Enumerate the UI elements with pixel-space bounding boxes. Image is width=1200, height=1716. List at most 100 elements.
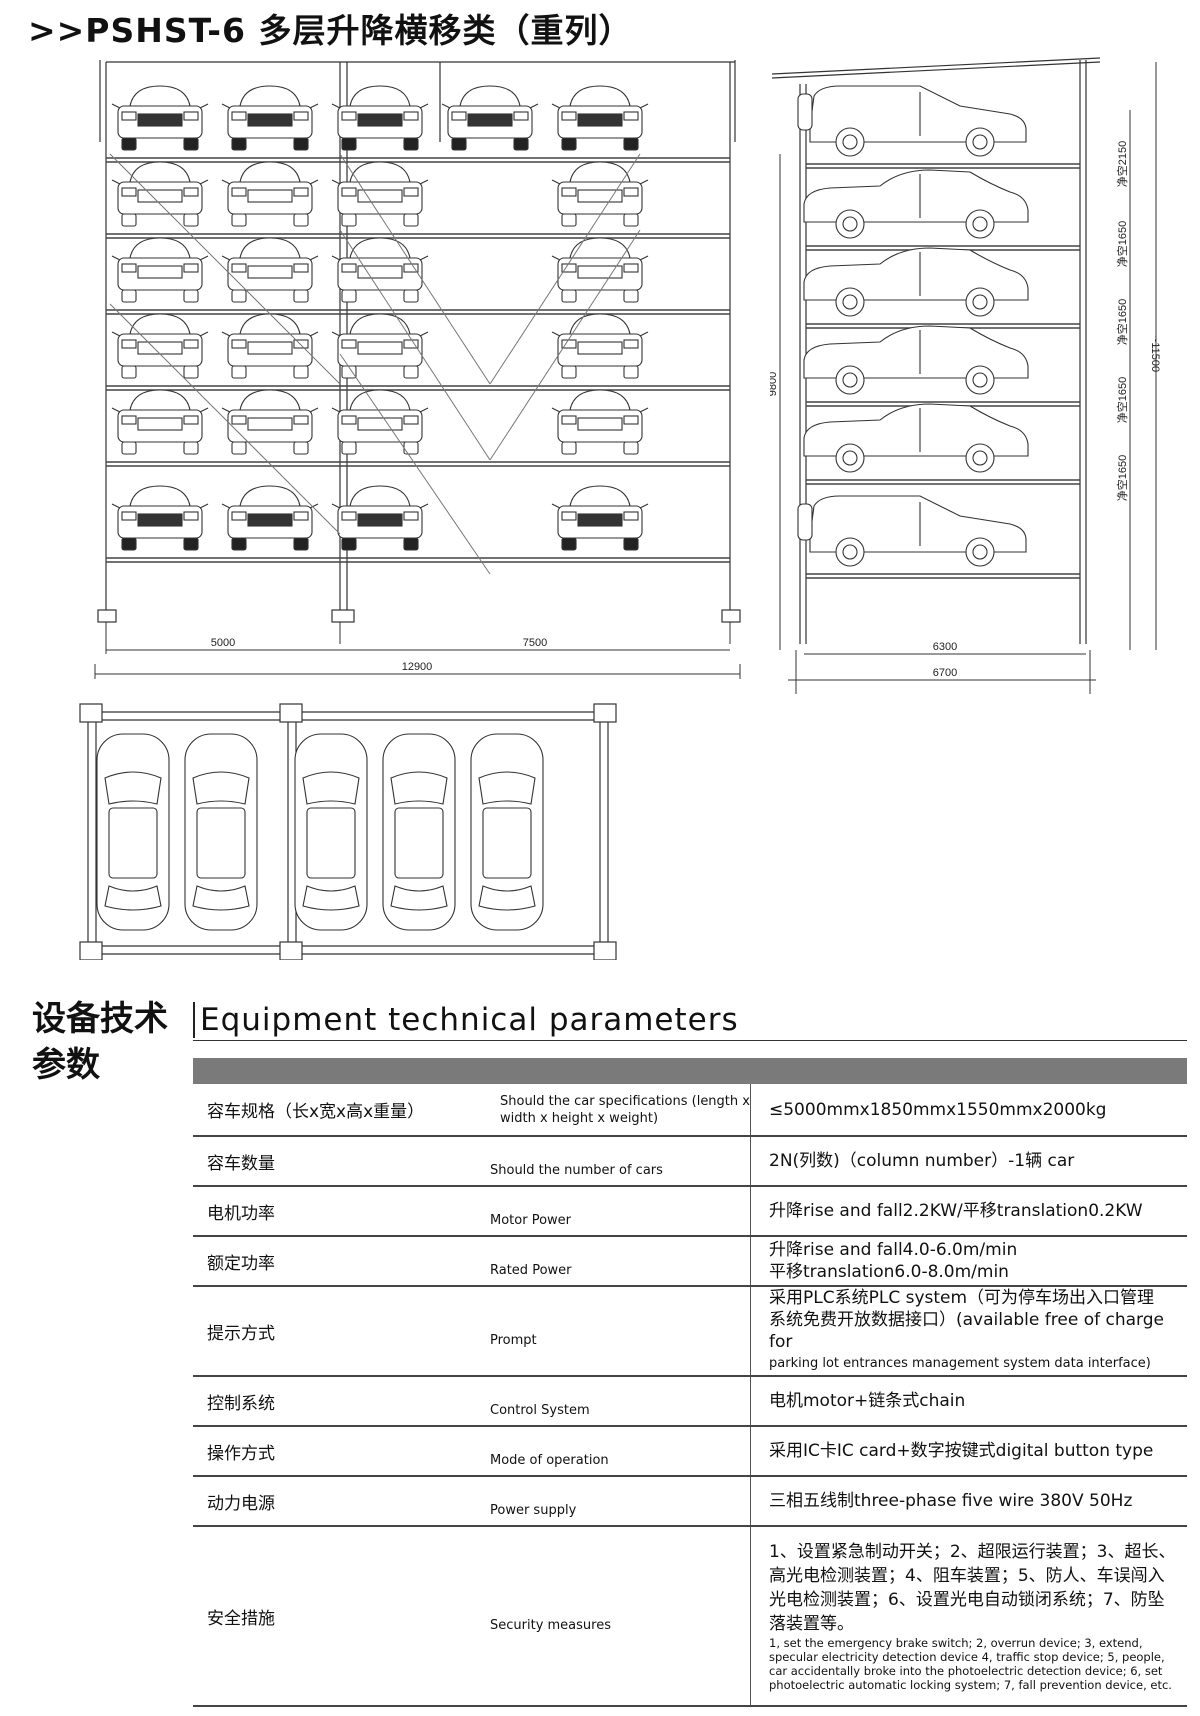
car-front-view [111, 313, 209, 379]
row-label-cn: 控制系统 [193, 1376, 490, 1427]
car-front-view [221, 161, 319, 227]
row-label-cn: 容车规格（长x宽x高x重量） [193, 1084, 490, 1137]
car-side-view [797, 85, 1027, 157]
brace-line [339, 229, 491, 461]
car-front-view [331, 313, 429, 379]
car-side-view [803, 325, 1029, 395]
row-value: ≤5000mmx1850mmx1550mmx2000kg [750, 1084, 1187, 1137]
table-row: 容车规格（长x宽x高x重量） Should the car specificat… [193, 1084, 1187, 1137]
row-label-en: Rated Power [490, 1262, 572, 1278]
row-label-en: Should the car specifications (length x … [500, 1093, 750, 1126]
clearance-3: 净空1650 [1115, 299, 1129, 345]
car-plan-view [382, 733, 456, 931]
car-front-view [331, 389, 429, 455]
car-front-view [441, 85, 539, 151]
row-label-en: Control System [490, 1402, 590, 1418]
params-heading-cn: 设备技术参数 [32, 999, 168, 1085]
table-row: 控制系统 Control System 电机motor+链条式chain [193, 1376, 1187, 1427]
car-front-view [551, 161, 649, 227]
row-label-en: Motor Power [490, 1212, 572, 1228]
table-row: 容车数量 Should the number of cars 2N(列数)（co… [193, 1136, 1187, 1187]
clearance-4: 净空1650 [1115, 377, 1129, 423]
dim-total-height: ~11500 [1149, 336, 1161, 372]
table-row: 动力电源 Power supply 三相五线制three-phase five … [193, 1476, 1187, 1527]
car-front-view [551, 389, 649, 455]
dim-total-width: 12900 [402, 661, 433, 673]
row-label-en: Security measures [490, 1617, 611, 1633]
car-front-view [221, 389, 319, 455]
car-front-view [111, 161, 209, 227]
dim-depth: 6300 [933, 641, 957, 653]
row-label-cn: 提示方式 [193, 1286, 490, 1377]
row-value-2: 系统免费开放数据接口）(available free of charge for [769, 1310, 1164, 1352]
car-front-view [331, 485, 429, 551]
car-front-view [221, 85, 319, 151]
row-label-cn: 动力电源 [193, 1476, 490, 1527]
row-value: 2N(列数)（column number）-1辆 car [750, 1136, 1187, 1187]
car-side-view [803, 247, 1029, 317]
dim-right-span: 7500 [523, 637, 547, 649]
row-label-en: Should the number of cars [490, 1162, 663, 1178]
row-value: 采用IC卡IC card+数字按键式digital button type [750, 1426, 1187, 1477]
car-plan-view [294, 733, 368, 931]
row-value: 电机motor+链条式chain [750, 1376, 1187, 1427]
row-value: 采用PLC系统PLC system（可为停车场出入口管理 [769, 1288, 1155, 1308]
car-front-view [551, 313, 649, 379]
car-side-view [797, 495, 1027, 567]
row-value: 升降rise and fall2.2KW/平移translation0.2KW [750, 1186, 1187, 1237]
car-front-view [111, 237, 209, 303]
table-row: 安全措施 Security measures 1、设置紧急制动开关；2、超限运行… [193, 1526, 1187, 1707]
brace-line [109, 153, 341, 385]
car-front-view [551, 85, 649, 151]
heading-divider [193, 1002, 195, 1038]
row-value: 1、设置紧急制动开关；2、超限运行装置；3、超长、高光电检测装置；4、阻车装置；… [769, 1542, 1176, 1634]
brace-line [109, 303, 341, 535]
car-plan-view [470, 733, 544, 931]
table-row: 操作方式 Mode of operation 采用IC卡IC card+数字按键… [193, 1426, 1187, 1477]
dim-height: 9800 [770, 372, 779, 396]
side-elevation-drawing: 6300 6700 9800 ~11500 净空2150 净空1650 净空16… [770, 57, 1161, 694]
car-plan-view [184, 733, 258, 931]
car-front-view [111, 485, 209, 551]
car-front-view [221, 237, 319, 303]
car-front-view [331, 85, 429, 151]
table-row: 电机功率 Motor Power 升降rise and fall2.2KW/平移… [193, 1186, 1187, 1237]
brace-line [489, 153, 641, 385]
row-label-cn: 电机功率 [193, 1186, 490, 1237]
car-front-view [551, 237, 649, 303]
row-label-cn: 容车数量 [193, 1136, 490, 1187]
table-row: 提示方式 Prompt 采用PLC系统PLC system（可为停车场出入口管理… [193, 1286, 1187, 1377]
brace-line [489, 229, 641, 461]
row-value-2: 平移translation6.0-8.0m/min [769, 1262, 1009, 1282]
clearance-5: 净空1650 [1115, 455, 1129, 501]
car-side-view [803, 403, 1029, 473]
car-side-view [803, 169, 1029, 239]
row-value: 三相五线制three-phase five wire 380V 50Hz [750, 1476, 1187, 1527]
parameters-table: 容车规格（长x宽x高x重量） Should the car specificat… [193, 1084, 1187, 1707]
row-label-en: Power supply [490, 1502, 577, 1518]
heading-underline [193, 1040, 1187, 1041]
plan-view-drawing [79, 703, 617, 960]
front-elevation-drawing: 5000 7500 12900 [94, 60, 741, 679]
table-row: 额定功率 Rated Power 升降rise and fall4.0-6.0m… [193, 1236, 1187, 1287]
car-front-view [331, 161, 429, 227]
row-value: 升降rise and fall4.0-6.0m/min [769, 1240, 1018, 1260]
row-value-en: 1, set the emergency brake switch; 2, ov… [769, 1636, 1172, 1692]
clearance-1: 净空2150 [1115, 141, 1129, 187]
car-front-view [111, 389, 209, 455]
row-value-3: parking lot entrances management system … [769, 1356, 1151, 1371]
dim-total-depth: 6700 [933, 667, 957, 679]
row-label-en: Mode of operation [490, 1452, 609, 1468]
car-plan-view [96, 733, 170, 931]
car-front-view [111, 85, 209, 151]
row-label-cn: 安全措施 [193, 1526, 490, 1707]
car-front-view [551, 485, 649, 551]
brace-line [339, 353, 491, 575]
dim-left-span: 5000 [211, 637, 235, 649]
brace-line [339, 153, 491, 385]
params-heading-en: Equipment technical parameters [200, 1002, 739, 1038]
page-title: >>PSHST-6 多层升降横移类（重列） [28, 11, 633, 50]
row-label-en: Prompt [490, 1332, 537, 1348]
row-label-cn: 额定功率 [193, 1236, 490, 1287]
car-front-view [221, 485, 319, 551]
